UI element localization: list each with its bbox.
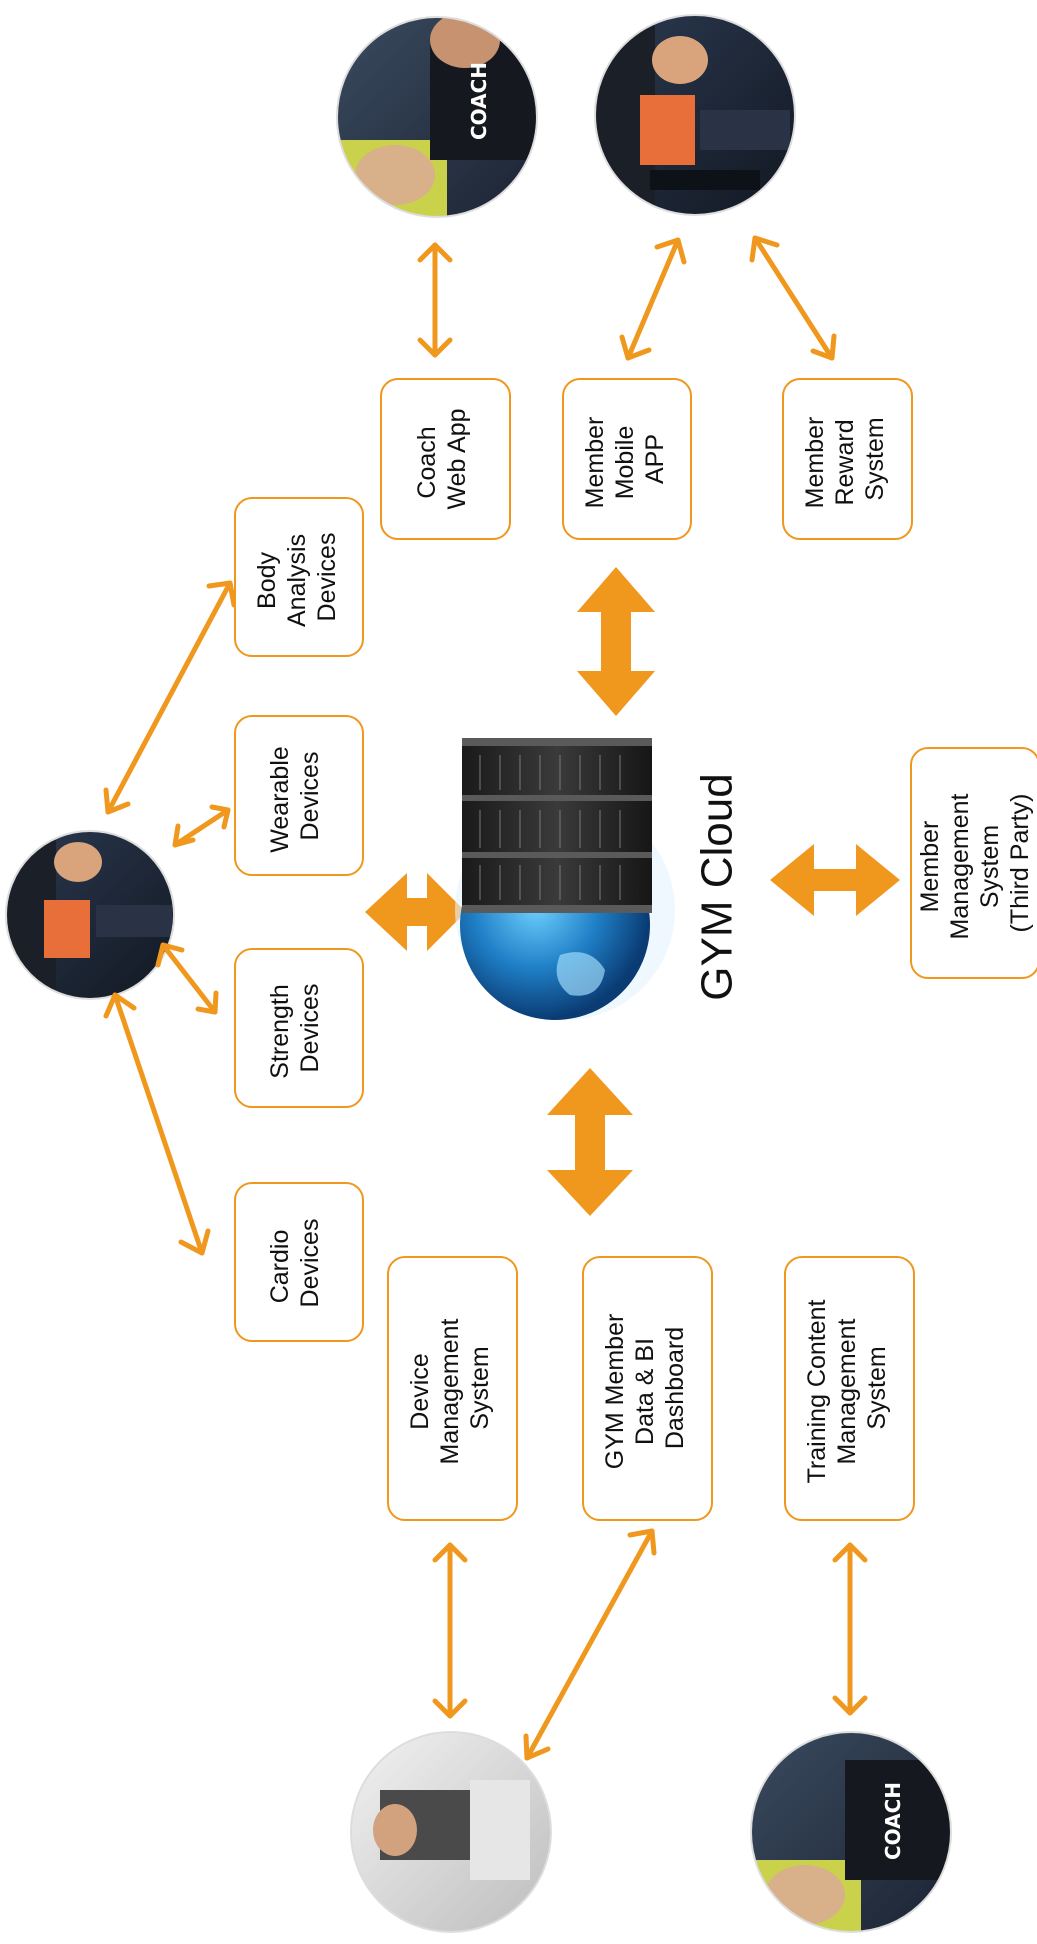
arrow-strength bbox=[155, 942, 219, 1015]
arrow-training-content bbox=[832, 1542, 868, 1716]
node-strength-devices bbox=[234, 948, 364, 1108]
arrow-reward-system bbox=[749, 235, 837, 361]
block-arrow-devices bbox=[365, 873, 466, 951]
node-device-mgmt-label: Device Management System bbox=[406, 1312, 494, 1465]
block-arrow-mobile-app bbox=[577, 567, 655, 716]
node-wearable-devices bbox=[234, 715, 364, 876]
node-body-analysis-label: Body Analysis Devices bbox=[253, 527, 341, 627]
node-wearable-label: Wearable Devices bbox=[266, 739, 324, 853]
node-strength-label: Strength Devices bbox=[266, 977, 324, 1078]
arrow-wearable bbox=[172, 804, 231, 848]
server-rack-icon bbox=[462, 738, 652, 913]
node-body-analysis-devices bbox=[234, 497, 364, 657]
node-coach-web-app-label: Coach Web App bbox=[413, 408, 471, 509]
node-member-mgmt-label: Member Management System (Third Party) bbox=[916, 787, 1034, 940]
arrow-bi-dashboard bbox=[523, 1528, 657, 1761]
node-cardio-label: Cardio Devices bbox=[266, 1219, 324, 1308]
gym-cloud-title: GYM Cloud bbox=[693, 773, 742, 1000]
coach-shirt-label: COACH bbox=[467, 62, 491, 140]
block-arrow-member-mgmt bbox=[770, 844, 900, 916]
node-member-mobile-app bbox=[562, 378, 692, 540]
node-bi-dashboard-label: GYM Member Data & BI Dashboard bbox=[601, 1307, 689, 1470]
arrow-body-analysis bbox=[103, 580, 237, 815]
coach-shirt-label: COACH bbox=[881, 1782, 905, 1860]
node-member-reward-label: Member Reward System bbox=[801, 410, 889, 509]
gym-cloud-hub: GYM Cloud bbox=[455, 738, 742, 1020]
member-photo-top bbox=[595, 15, 795, 215]
member-photo-left bbox=[6, 831, 174, 999]
node-member-management-system bbox=[910, 747, 1037, 979]
node-member-reward-system bbox=[782, 378, 913, 540]
node-cardio-devices bbox=[234, 1182, 364, 1342]
node-device-management-system bbox=[387, 1256, 518, 1521]
node-member-mobile-app-label: Member Mobile APP bbox=[581, 410, 669, 509]
arrow-device-mgmt bbox=[432, 1542, 468, 1719]
arrow-mobile-app bbox=[619, 237, 687, 361]
arrow-coach-top bbox=[417, 242, 453, 358]
node-training-content-management-system bbox=[784, 1256, 915, 1521]
coach-photo-bottom: COACH bbox=[751, 1732, 951, 1932]
block-arrow-bi-dashboard bbox=[547, 1068, 633, 1216]
arrow-cardio bbox=[103, 992, 211, 1256]
node-coach-web-app bbox=[380, 378, 511, 540]
node-gym-member-bi-dashboard bbox=[582, 1256, 713, 1521]
coach-photo-top: COACH bbox=[337, 17, 537, 217]
node-training-content-label: Training Content Management System bbox=[803, 1293, 891, 1484]
manager-photo-bottom bbox=[351, 1732, 551, 1932]
